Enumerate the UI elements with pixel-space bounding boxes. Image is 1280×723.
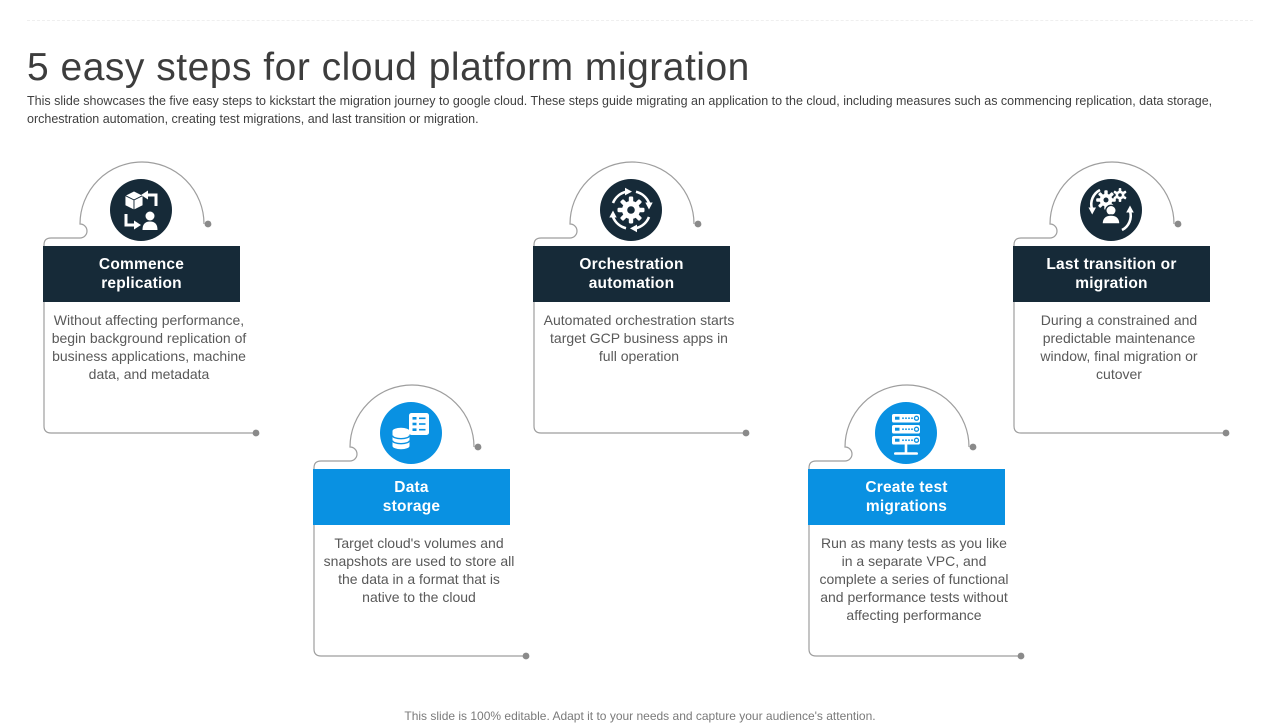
step-icon-circle: [1080, 179, 1142, 241]
step-title: Last transition or migration: [1013, 246, 1210, 302]
connector-dot: [742, 429, 750, 437]
step-card-orchestration-automation: Orchestration automation Automated orche…: [533, 150, 753, 440]
step-icon-circle: [110, 179, 172, 241]
step-description: Automated orchestration starts target GC…: [543, 312, 735, 364]
database-storage-icon: [391, 413, 429, 450]
step-title: Data storage: [313, 469, 510, 525]
slide-title: 5 easy steps for cloud platform migratio…: [27, 46, 750, 90]
step-card-commence-replication: Commence replication Without affecting p…: [43, 150, 263, 440]
package-transfer-icon: [123, 190, 158, 230]
step-description: Run as many tests as you like in a separ…: [819, 535, 1009, 623]
step-card-data-storage: Data storage Target cloud's volumes and …: [313, 373, 533, 663]
connector-dot: [252, 429, 260, 437]
step-description: Target cloud's volumes and snapshots are…: [323, 535, 515, 605]
step-icon-circle: [875, 402, 937, 464]
slide-footer-note: This slide is 100% editable. Adapt it to…: [404, 709, 876, 723]
step-card-last-transition: Last transition or migration During a co…: [1013, 150, 1233, 440]
step-title: Commence replication: [43, 246, 240, 302]
server-rack-icon: [892, 414, 920, 455]
step-card-create-test-migrations: Create test migrations Run as many tests…: [808, 373, 1028, 663]
connector-dot: [969, 443, 977, 451]
connector-dot: [1222, 429, 1230, 437]
card-outline: [313, 384, 530, 660]
connector-dot: [204, 220, 212, 228]
step-icon-circle: [600, 179, 662, 241]
gear-sync-icon: [609, 187, 653, 233]
step-description: Without affecting performance, begin bac…: [51, 312, 247, 382]
connector-dot: [694, 220, 702, 228]
placeholder-guide-line: [27, 20, 1253, 21]
step-description: During a constrained and predictable mai…: [1040, 312, 1198, 382]
slide-description: This slide showcases the five easy steps…: [27, 93, 1213, 127]
card-outline: [808, 384, 1025, 660]
team-gears-icon: [1088, 188, 1134, 232]
connector-dot: [1174, 220, 1182, 228]
card-outline: [43, 161, 260, 437]
step-title: Orchestration automation: [533, 246, 730, 302]
card-outline: [533, 161, 750, 437]
connector-dot: [474, 443, 482, 451]
connector-dot: [1017, 652, 1025, 660]
step-icon-circle: [380, 402, 442, 464]
step-title: Create test migrations: [808, 469, 1005, 525]
connector-dot: [522, 652, 530, 660]
card-outline: [1013, 161, 1230, 437]
